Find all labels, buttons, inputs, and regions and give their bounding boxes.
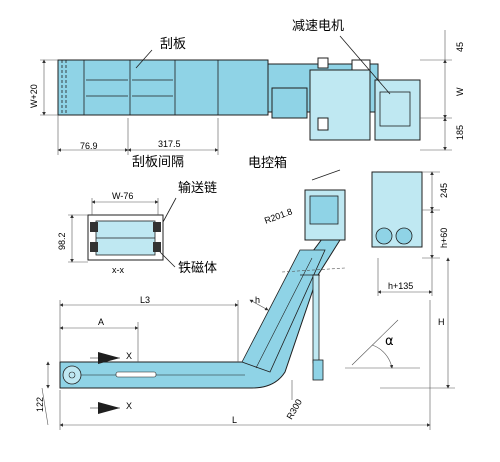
top-dims bbox=[40, 30, 452, 155]
dim-l: L bbox=[232, 415, 238, 425]
tail-roller bbox=[62, 365, 82, 385]
dim-185: 185 bbox=[455, 124, 465, 140]
motor-bolt bbox=[317, 117, 329, 131]
label-scraper: 刮板 bbox=[160, 37, 187, 52]
section-mark-x-top: X bbox=[126, 351, 133, 361]
motor-shaft bbox=[351, 59, 371, 71]
top-view-body bbox=[57, 59, 269, 116]
conveyor-incline bbox=[241, 249, 326, 373]
dim-h-plus-135: h+135 bbox=[388, 281, 414, 291]
top-view-end-dashes bbox=[61, 60, 67, 115]
dim-45: 45 bbox=[455, 41, 465, 52]
magnet-left bbox=[90, 242, 98, 252]
magnet-right bbox=[153, 242, 161, 252]
label-scraper-spacing: 刮板间隔 bbox=[132, 155, 185, 170]
top-view-head-frame bbox=[271, 87, 308, 119]
label-conveyor-chain: 输送链 bbox=[178, 181, 218, 196]
label-section-xx: x-x bbox=[112, 265, 124, 275]
dim-h-big: H bbox=[438, 317, 445, 327]
drive-sprocket-2 bbox=[395, 227, 413, 245]
dim-w-minus-76: W-76 bbox=[112, 191, 134, 201]
dim-245: 245 bbox=[439, 182, 449, 198]
dim-alpha: α bbox=[385, 334, 394, 349]
dim-76-9: 76.9 bbox=[80, 141, 98, 151]
label-reducer-motor: 减速电机 bbox=[292, 19, 345, 34]
dim-98-2: 98.2 bbox=[57, 232, 67, 250]
reducer-box bbox=[374, 79, 421, 141]
top-view bbox=[57, 35, 421, 141]
support-leg-foot bbox=[312, 359, 324, 381]
motor-flange bbox=[317, 57, 329, 69]
chain-left bbox=[90, 222, 98, 232]
dim-w-plus-20: W+20 bbox=[29, 84, 39, 108]
label-control-box: 电控箱 bbox=[248, 156, 288, 171]
slot bbox=[115, 371, 157, 378]
section-dims bbox=[68, 198, 159, 263]
support-leg bbox=[312, 274, 320, 364]
cross-section bbox=[87, 197, 177, 268]
dim-a: A bbox=[98, 317, 105, 327]
scraper-plates bbox=[83, 60, 219, 115]
side-view bbox=[59, 169, 423, 414]
dim-w: W bbox=[455, 87, 465, 97]
drive-sprocket-1 bbox=[375, 227, 393, 245]
dim-h-plus-60: h+60 bbox=[439, 227, 449, 248]
side-dims bbox=[41, 171, 455, 430]
conveyor-inner-lines bbox=[70, 257, 313, 376]
section-mark-x-bottom: X bbox=[126, 401, 133, 411]
control-box bbox=[309, 195, 339, 225]
dim-l3: L3 bbox=[140, 295, 151, 305]
reducer-detail bbox=[379, 91, 411, 127]
dim-317-5: 317.5 bbox=[158, 139, 181, 149]
chain-right bbox=[153, 222, 161, 232]
dim-h-small: h bbox=[255, 295, 261, 305]
dim-122: 122 bbox=[35, 396, 45, 412]
label-magnet: 铁磁体 bbox=[178, 261, 218, 276]
